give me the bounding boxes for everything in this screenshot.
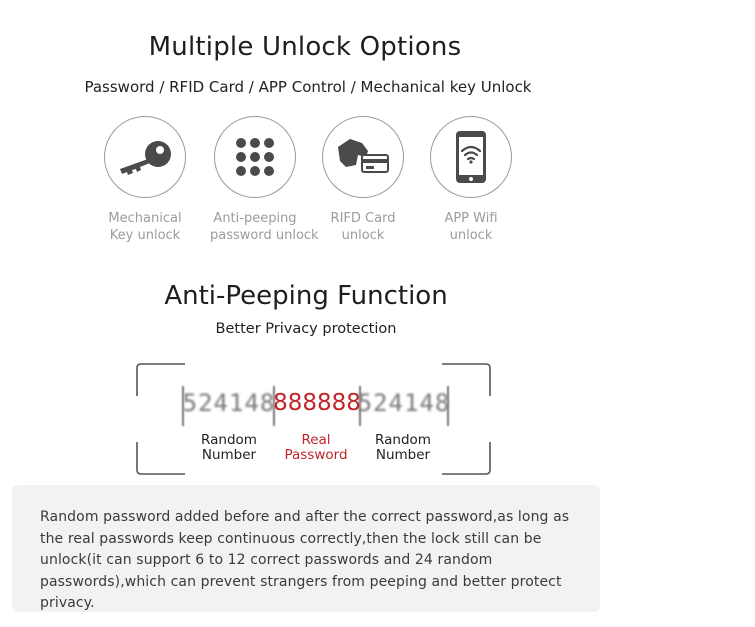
option-label: Anti-peeping password unlock <box>210 210 319 244</box>
option-circle <box>214 116 296 198</box>
random-number-left: 524148 <box>183 380 275 426</box>
frame-bracket-left <box>136 363 185 475</box>
option-label-line2: unlock <box>341 228 385 243</box>
smartphone-wifi-icon <box>456 131 486 183</box>
option-app-wifi: APP Wifi unlock <box>426 116 516 244</box>
option-anti-peeping-password: Anti-peeping password unlock <box>210 116 319 244</box>
section-title-unlock-options: Multiple Unlock Options <box>148 32 462 62</box>
option-circle <box>430 116 512 198</box>
unlock-options-row: Mechanical Key unlock Anti-peeping passw… <box>0 116 620 246</box>
option-label: Mechanical Key unlock <box>100 210 190 244</box>
frame-bracket-right <box>442 363 491 475</box>
rfid-card-icon <box>338 139 389 173</box>
option-circle <box>104 116 186 198</box>
caption-line1: Random <box>201 432 257 448</box>
section-subtitle-privacy: Better Privacy protection <box>215 321 397 337</box>
caption-line1: Real <box>301 432 331 448</box>
option-label-line1: APP Wifi <box>444 211 498 226</box>
option-label-line1: Anti-peeping <box>213 211 297 226</box>
option-label-line2: Key unlock <box>109 228 181 243</box>
separator-right-outer <box>447 386 449 426</box>
section-title-anti-peeping: Anti-Peeping Function <box>164 281 448 311</box>
caption-real-password: Real Password <box>271 433 361 463</box>
option-label: RIFD Card unlock <box>318 210 408 244</box>
real-password: 888888 <box>273 380 361 426</box>
option-circle <box>322 116 404 198</box>
keypad-icon <box>236 138 274 176</box>
option-label-line1: Mechanical <box>108 211 182 226</box>
caption-line2: Number <box>201 447 257 463</box>
caption-random-left: Random Number <box>184 433 274 463</box>
option-rfid-card: RIFD Card unlock <box>318 116 408 244</box>
option-label-line2: password unlock <box>210 228 319 243</box>
section-subtitle-unlock-methods: Password / RFID Card / APP Control / Mec… <box>84 78 532 96</box>
separator-left-inner <box>273 386 275 426</box>
random-digits-right: 524148 <box>357 389 451 417</box>
option-label-line2: unlock <box>449 228 493 243</box>
description-text: Random password added before and after t… <box>40 509 570 611</box>
caption-line2: Number <box>375 447 431 463</box>
description-box: Random password added before and after t… <box>12 485 600 612</box>
real-password-digits: 888888 <box>273 390 361 416</box>
separator-right-inner <box>359 386 361 426</box>
caption-line1: Random <box>375 432 431 448</box>
separator-left-outer <box>182 386 184 426</box>
option-mechanical-key: Mechanical Key unlock <box>100 116 190 244</box>
option-label-line1: RIFD Card <box>330 211 396 226</box>
caption-line2: Password <box>284 447 348 463</box>
caption-random-right: Random Number <box>358 433 448 463</box>
random-digits-left: 524148 <box>182 389 276 417</box>
option-label: APP Wifi unlock <box>426 210 516 244</box>
key-icon <box>120 141 171 175</box>
random-number-right: 524148 <box>358 380 450 426</box>
